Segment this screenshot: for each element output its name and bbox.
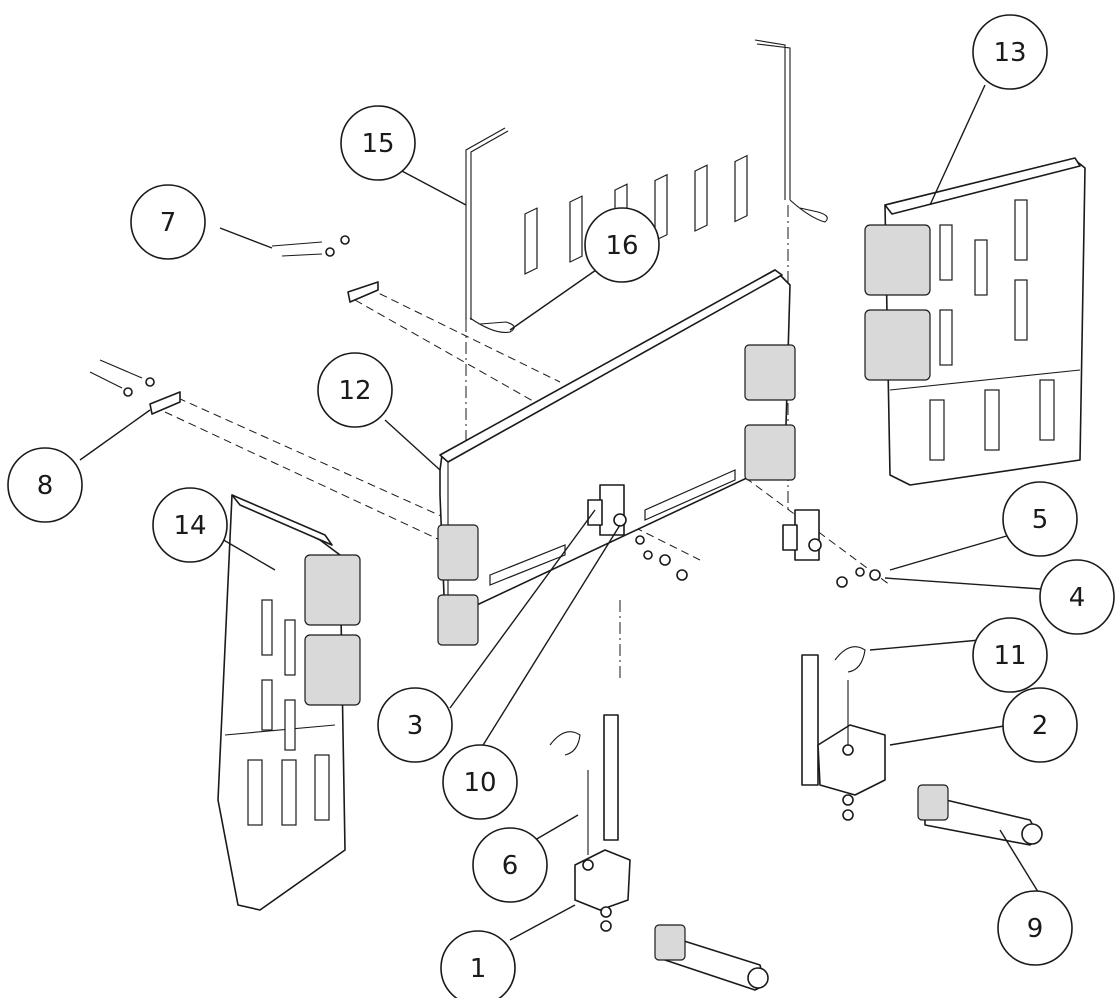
callout-13: 13 [972,14,1048,90]
callout-label-11: 11 [993,641,1026,671]
callout-4: 4 [1039,559,1115,635]
bracket-right [782,509,881,588]
callout-label-3: 3 [407,711,424,741]
callout-label-4: 4 [1069,583,1086,613]
pin-rod-left [654,924,769,991]
callout-label-15: 15 [361,129,394,159]
callout-8: 8 [7,447,83,523]
callout-label-10: 10 [463,768,496,798]
callout-9: 9 [997,890,1073,966]
mount-bracket-left [549,714,631,932]
callout-14: 14 [152,487,228,563]
callout-11: 11 [972,617,1048,693]
callout-5: 5 [1002,481,1078,557]
callout-label-5: 5 [1032,505,1049,535]
callout-label-12: 12 [338,376,371,406]
callout-1: 1 [440,930,516,998]
callout-label-6: 6 [502,851,519,881]
callout-label-1: 1 [470,954,487,984]
center-panel [437,154,796,646]
callout-15: 15 [340,105,416,181]
callout-3: 3 [377,687,453,763]
callout-label-13: 13 [993,38,1026,68]
bolt-set-upper [271,235,379,303]
rod-left [465,127,509,320]
bolt-set-lower [89,359,181,415]
callout-label-2: 2 [1032,711,1049,741]
callout-label-8: 8 [37,471,54,501]
callout-6: 6 [472,827,548,903]
callout-label-16: 16 [605,231,638,261]
bracket-left [587,484,688,581]
callout-label-14: 14 [173,511,206,541]
callout-7: 7 [130,184,206,260]
pin-rod-right [917,784,1043,846]
callout-label-9: 9 [1027,914,1044,944]
clip-pin-left [469,317,515,333]
leader-lines [79,84,1056,941]
callout-16: 16 [584,207,660,283]
mount-bracket-right [801,646,886,821]
right-panel [864,157,1086,486]
callout-12: 12 [317,352,393,428]
rod-right [754,39,828,223]
callout-2: 2 [1002,687,1078,763]
callout-10: 10 [442,744,518,820]
left-panel [217,494,361,911]
callout-label-7: 7 [160,208,177,238]
